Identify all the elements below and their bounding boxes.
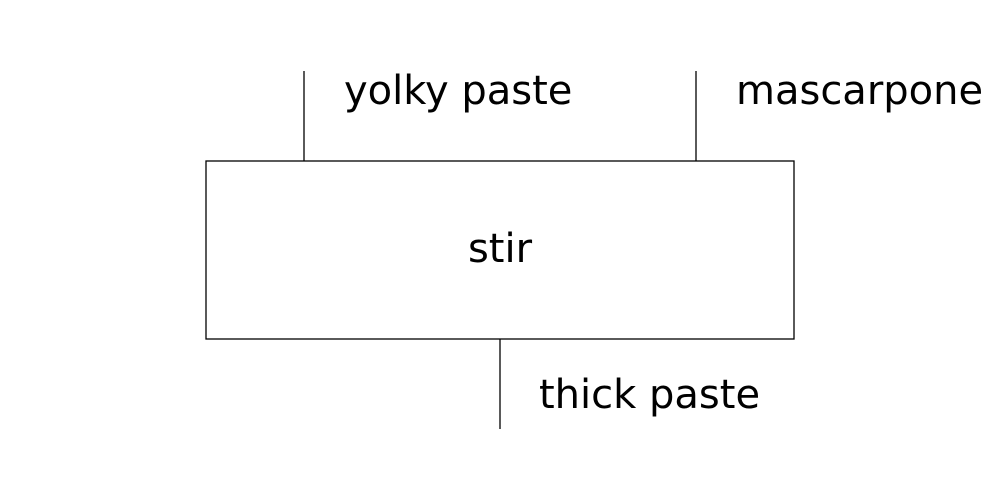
input-label-yolky-paste: yolky paste [344,68,572,114]
output-label-thick-paste: thick paste [539,372,760,418]
process-label: stir [468,226,533,272]
input-label-mascarpone: mascarpone [736,68,983,114]
